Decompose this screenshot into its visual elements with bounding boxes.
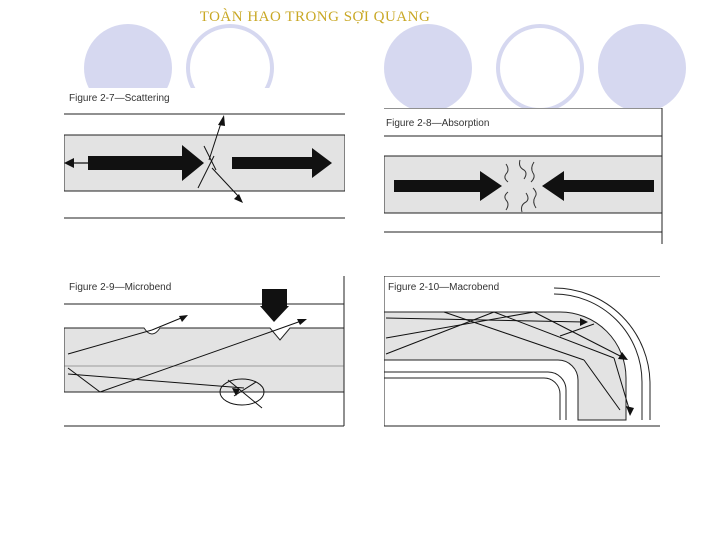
microbend-diagram bbox=[64, 276, 345, 427]
decorative-circle-3 bbox=[384, 24, 472, 112]
decorative-circle-5 bbox=[598, 24, 686, 112]
figure-caption: Figure 2-8—Absorption bbox=[386, 118, 490, 129]
figure-caption: Figure 2-10—Macrobend bbox=[388, 282, 500, 293]
absorption-diagram bbox=[384, 108, 663, 244]
slide-title: TOÀN HAO TRONG SỢI QUANG bbox=[199, 9, 431, 25]
figure-absorption: Figure 2-8—Absorption bbox=[384, 108, 664, 244]
macrobend-diagram bbox=[384, 276, 660, 427]
figure-microbend: Figure 2-9—Microbend bbox=[64, 276, 346, 428]
decorative-circle-4 bbox=[496, 24, 584, 112]
figure-caption: Figure 2-9—Microbend bbox=[69, 282, 172, 293]
scattering-diagram bbox=[64, 113, 345, 219]
figure-caption: Figure 2-7—Scattering bbox=[69, 93, 170, 104]
figure-scattering: Figure 2-7—Scattering bbox=[64, 88, 345, 228]
figure-macrobend: Figure 2-10—Macrobend bbox=[384, 276, 662, 428]
